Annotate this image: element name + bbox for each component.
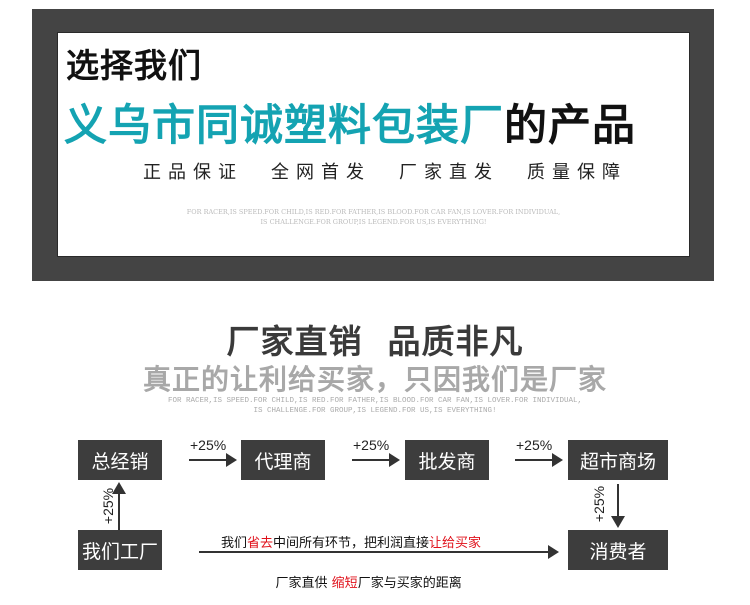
feature-item: 质量保障 xyxy=(527,162,627,183)
note-highlight: 省去 xyxy=(247,536,274,551)
section-motto-line: FOR RACER,IS SPEED.FOR CHILD,IS RED.FOR … xyxy=(167,397,583,405)
arrow-right-icon xyxy=(389,453,400,467)
arrow-line xyxy=(118,492,120,530)
section-motto-line: IS CHALLENGE.FOR GROUP,IS LEGEND.FOR US,… xyxy=(253,407,497,415)
section-subtitle: 真正的让利给买家，只因我们是厂家 xyxy=(142,363,607,396)
direct-note-bottom: 厂家直供 缩短厂家与买家的距离 xyxy=(259,557,462,605)
banner-panel: 选择我们 义乌市同诚塑料包装厂的产品 正品保证 全网首发 厂家直发 质量保障 F… xyxy=(57,32,690,257)
markup-label-vertical: +25% xyxy=(591,485,608,523)
feature-item: 厂家直发 xyxy=(399,162,499,183)
note-text: 厂家直供 xyxy=(275,576,332,591)
markup-label: +25% xyxy=(190,437,227,453)
arrow-up-icon xyxy=(112,482,126,494)
direct-arrow-line xyxy=(199,551,549,553)
promo-banner: 选择我们 义乌市同诚塑料包装厂的产品 正品保证 全网首发 厂家直发 质量保障 F… xyxy=(32,9,714,281)
note-highlight: 让给买家 xyxy=(429,536,482,551)
box-wholesaler: 批发商 xyxy=(405,440,489,480)
banner-motto-line: IS CHALLENGE.FOR GROUP,IS LEGEND.FOR US,… xyxy=(260,218,487,226)
arrow-line xyxy=(515,459,553,461)
section-title: 厂家直销 品质非凡 xyxy=(226,322,524,361)
note-text: 我们 xyxy=(221,536,248,551)
section-motto: FOR RACER,IS SPEED.FOR CHILD,IS RED.FOR … xyxy=(0,396,750,416)
arrow-line xyxy=(617,484,619,518)
note-text: 中间所有环节，把利润直接 xyxy=(273,536,430,551)
feature-list: 正品保证 全网首发 厂家直发 质量保障 xyxy=(143,158,627,184)
direct-note-top: 我们省去中间所有环节，把利润直接让给买家 xyxy=(221,532,481,551)
box-general-distributor: 总经销 xyxy=(78,440,162,480)
box-supermarket: 超市商场 xyxy=(568,440,668,480)
feature-item: 全网首发 xyxy=(271,162,371,183)
box-agent: 代理商 xyxy=(241,440,325,480)
company-headline: 义乌市同诚塑料包装厂的产品 xyxy=(64,91,636,153)
arrow-right-icon xyxy=(552,453,563,467)
markup-label-vertical: +25% xyxy=(100,487,117,525)
headline-suffix: 的产品 xyxy=(504,101,636,151)
feature-item: 正品保证 xyxy=(143,162,243,183)
arrow-down-icon xyxy=(611,516,625,528)
choose-us-heading: 选择我们 xyxy=(66,46,202,85)
arrow-right-icon xyxy=(226,453,237,467)
note-text: 厂家与买家的距离 xyxy=(357,576,462,591)
arrow-line xyxy=(189,459,227,461)
box-factory: 我们工厂 xyxy=(78,530,162,570)
markup-label: +25% xyxy=(353,437,390,453)
company-name: 义乌市同诚塑料包装厂 xyxy=(64,101,504,151)
arrow-line xyxy=(352,459,390,461)
box-consumer: 消费者 xyxy=(568,530,668,570)
banner-motto: FOR RACER,IS SPEED.FOR CHILD,IS RED.FOR … xyxy=(58,207,689,227)
banner-motto-line: FOR RACER,IS SPEED.FOR CHILD,IS RED.FOR … xyxy=(186,208,561,216)
arrow-right-icon xyxy=(548,545,559,559)
note-highlight: 缩短 xyxy=(331,576,358,591)
markup-label: +25% xyxy=(516,437,553,453)
